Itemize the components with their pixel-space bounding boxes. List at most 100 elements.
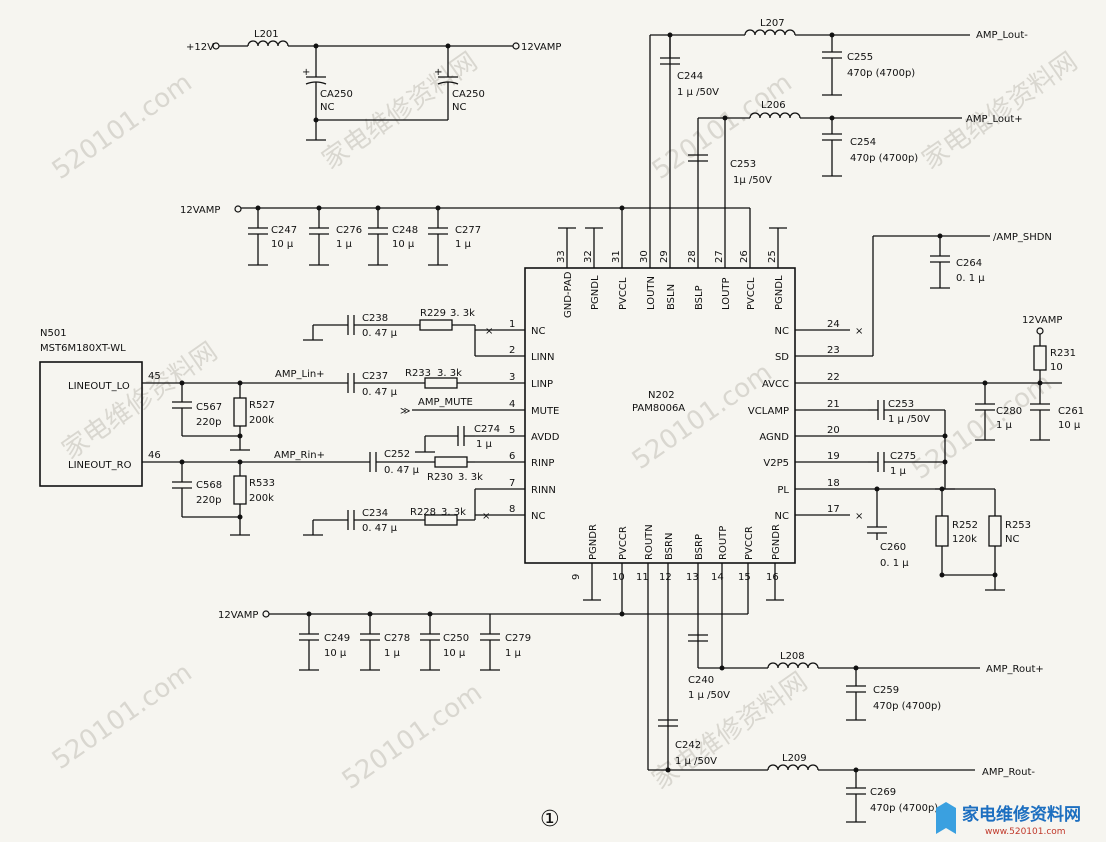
component-ref: C244 xyxy=(677,71,703,82)
watermark-text: 520101.com xyxy=(47,68,198,186)
component-ref: C278 xyxy=(384,633,410,644)
pin-number: 9 xyxy=(571,574,582,580)
component-value: 10 μ xyxy=(1058,420,1081,431)
watermark-text: 家电维修资料网 xyxy=(647,667,813,796)
component-ref: C280 xyxy=(996,406,1022,417)
svg-text:+: + xyxy=(434,67,442,78)
component-ref: L209 xyxy=(782,753,807,764)
net-label: AMP_Lout- xyxy=(976,30,1028,41)
pin-number: 30 xyxy=(639,250,650,263)
pin-number: 20 xyxy=(827,425,840,436)
component-ref: C567 xyxy=(196,402,222,413)
watermark-text: 520101.com xyxy=(47,658,198,776)
svg-text:×: × xyxy=(855,511,863,522)
pin-name: ROUTN xyxy=(644,524,655,560)
component-value: 200k xyxy=(249,493,274,504)
component-value: 1 μ xyxy=(336,239,353,250)
component-value: NC xyxy=(320,102,334,113)
pin-name: SD xyxy=(775,352,789,363)
net-label: 12VAMP xyxy=(1022,315,1062,326)
component-value: 470p (4700p) xyxy=(870,803,938,814)
book-icon xyxy=(936,802,956,834)
svg-text:×: × xyxy=(485,326,493,337)
pin-number: 27 xyxy=(714,250,725,263)
component-ref: R231 xyxy=(1050,348,1076,359)
component-value: 1 μ xyxy=(505,648,522,659)
pin-name: BSRP xyxy=(694,534,705,560)
right-side-network: × /AMP_SHDN C264 0. 1 μ 12VAMP R231 10 C… xyxy=(855,232,1084,591)
pin-name: PL xyxy=(777,485,789,496)
component-value: 3. 3k xyxy=(450,308,475,319)
pin-name: NC xyxy=(531,326,545,337)
component-ref: CA250 xyxy=(320,89,353,100)
watermark-text: 家电维修资料网 xyxy=(917,47,1083,176)
component-value: NC xyxy=(452,102,466,113)
pin-number: 23 xyxy=(827,345,840,356)
input-network: × C238 0. 47 μ R229 3. 3k AMP_Lin+ C237 … xyxy=(142,308,500,536)
component-value: 1 μ xyxy=(890,466,907,477)
net-label: 12VAMP xyxy=(180,205,220,216)
pin-name: AVCC xyxy=(762,379,789,390)
pin-number: 31 xyxy=(611,250,622,263)
pin-name: NC xyxy=(775,326,789,337)
component-value: 200k xyxy=(249,415,274,426)
component-ref: C253 xyxy=(730,159,756,170)
pin-number: 14 xyxy=(711,572,724,583)
figure-number: ① xyxy=(540,807,560,832)
pin-name: LOUTN xyxy=(646,276,657,310)
component-value: 0. 1 μ xyxy=(956,273,985,284)
pin-name: PGNDR xyxy=(588,524,599,560)
component-ref: C254 xyxy=(850,137,876,148)
pin-number: 17 xyxy=(827,504,840,515)
ic-right-pins: 24 23 22 21 20 19 18 17 NC SD AVCC VCLAM… xyxy=(748,319,1062,522)
component-value: 1 μ /50V xyxy=(675,756,717,767)
pin-number: 2 xyxy=(509,345,515,356)
component-ref: C269 xyxy=(870,787,896,798)
pin-number: 24 xyxy=(827,319,840,330)
component-value: 10 μ xyxy=(443,648,466,659)
component-value: 470p (4700p) xyxy=(850,153,918,164)
component-ref: CA250 xyxy=(452,89,485,100)
component-ref: C234 xyxy=(362,508,388,519)
component-ref: C248 xyxy=(392,225,418,236)
component-ref: C242 xyxy=(675,740,701,751)
pin-name: RINP xyxy=(531,458,554,469)
component-value: 0. 47 μ xyxy=(384,465,420,476)
component-value: 3. 3k xyxy=(441,507,466,518)
right-output-network: L208 AMP_Rout+ C259 470p (4700p) C240 1 … xyxy=(648,634,1044,823)
component-value: 0. 47 μ xyxy=(362,328,398,339)
site-logo: 家电维修资料网 www.520101.com xyxy=(936,802,1081,837)
component-ref: C255 xyxy=(847,52,873,63)
ic-ref-label: N501 xyxy=(40,328,67,339)
component-value: 10 xyxy=(1050,362,1063,373)
component-ref: C279 xyxy=(505,633,531,644)
pin-number: 29 xyxy=(659,250,670,263)
ic-top-pins: 33 32 31 30 29 28 27 26 25 GND-PAD PGNDL… xyxy=(556,35,785,318)
component-value: 10 μ xyxy=(271,239,294,250)
component-ref: C274 xyxy=(474,424,500,435)
component-value: 3. 3k xyxy=(437,368,462,379)
pin-number: 16 xyxy=(766,572,779,583)
net-label: AMP_Lin+ xyxy=(275,369,325,380)
pin-name: BSLP xyxy=(694,285,705,310)
pin-name: LINN xyxy=(531,352,554,363)
component-value: 470p (4700p) xyxy=(847,68,915,79)
pin-number: 46 xyxy=(148,450,161,461)
component-ref: C261 xyxy=(1058,406,1084,417)
component-value: 220p xyxy=(196,495,221,506)
pin-name: GND-PAD xyxy=(563,271,574,318)
component-ref: C252 xyxy=(384,449,410,460)
left-output-network: L207 AMP_Lout- C255 470p (4700p) C244 1 … xyxy=(650,18,1028,186)
pin-name: PGNDR xyxy=(771,524,782,560)
component-value: 1 μ xyxy=(384,648,401,659)
ic-part-label: PAM8006A xyxy=(632,403,685,414)
decoupling-top: 12VAMP C247 10 μ C276 1 μ C248 10 μ C277… xyxy=(180,205,787,266)
pin-number: 45 xyxy=(148,371,161,382)
ic-left-pins: 1 2 3 4 5 6 7 8 NC LINN LINP MUTE AVDD R… xyxy=(475,319,560,522)
pin-name: PGNDL xyxy=(774,275,785,310)
pin-number: 5 xyxy=(509,425,515,436)
component-ref: L207 xyxy=(760,18,785,29)
component-value: 3. 3k xyxy=(458,472,483,483)
net-label: +12V xyxy=(186,42,214,53)
